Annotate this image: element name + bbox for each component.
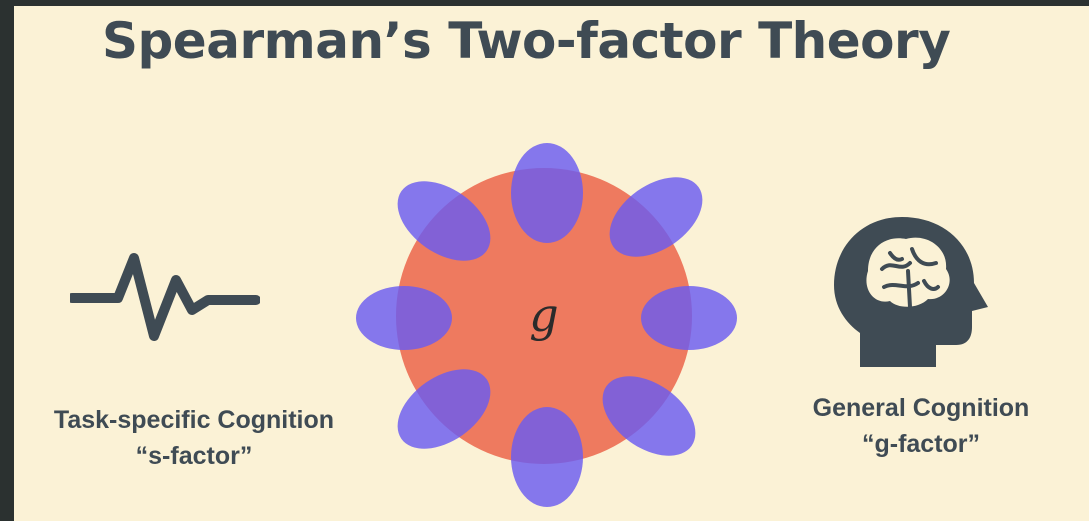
s-factor-petal [609, 177, 703, 257]
s-factor-petal [511, 143, 583, 243]
s-factor-petal [602, 376, 696, 456]
g-factor-name: “g-factor” [861, 430, 981, 458]
s-factor-petal [356, 286, 452, 350]
page-title: Spearman’s Two-factor Theory [102, 12, 951, 70]
g-factor-label: g [529, 288, 558, 342]
s-factor-caption: Task-specific Cognition “s-factor” [14, 402, 374, 474]
g-factor-caption: General Cognition “g-factor” [766, 390, 1076, 462]
s-factor-petal [397, 369, 491, 449]
s-factor-name: “s-factor” [135, 442, 253, 470]
g-factor-text: General Cognition [812, 394, 1030, 422]
slide: Spearman’s Two-factor Theory Task-specif… [14, 6, 1089, 521]
two-factor-diagram: g [356, 143, 737, 507]
s-factor-petal [641, 286, 737, 350]
s-factor-petal [511, 407, 583, 507]
s-factor-petal [397, 181, 491, 261]
brain-head-icon [834, 217, 988, 367]
pulse-waveform-icon [70, 253, 260, 341]
s-factor-label: Task-specific Cognition [53, 406, 335, 434]
